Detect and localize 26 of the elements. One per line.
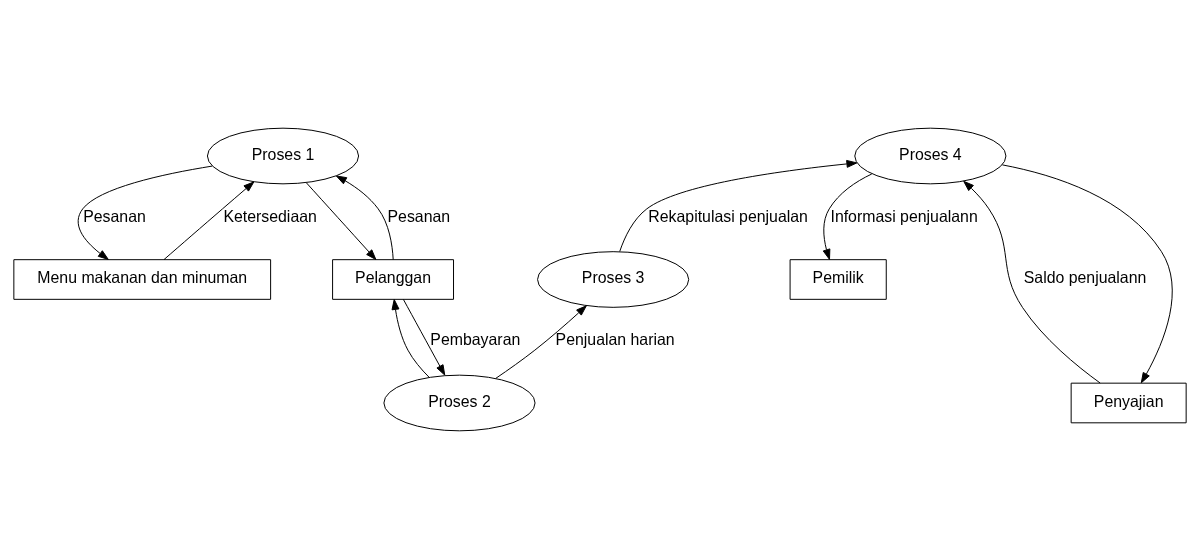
arrow: [77, 165, 213, 260]
edge-label: Pembayaran: [430, 331, 521, 349]
node-box: Pemilik: [789, 259, 887, 300]
node-box: Menu makanan dan minuman: [13, 259, 272, 300]
node-box: Penyajian: [1070, 382, 1187, 424]
arrow: [402, 299, 446, 376]
edge-label: Pesanan: [387, 207, 451, 225]
arrow: [1001, 164, 1173, 384]
arrow: [335, 175, 394, 261]
edge-label: Saldo penjualann: [1023, 269, 1147, 287]
edge-label: Rekapitulasi penjualan: [648, 207, 808, 225]
arrow: [495, 305, 587, 379]
arrow: [619, 159, 858, 252]
edge-label: Ketersediaan: [223, 207, 317, 225]
arrow: [391, 299, 430, 378]
arrow: [963, 180, 1101, 384]
edge-label: Penjualan harian: [555, 331, 675, 349]
node-ellipse: Proses 4: [854, 127, 1007, 185]
node-box: Pelanggan: [332, 259, 455, 300]
arrow: [305, 182, 377, 261]
arrow: [822, 173, 873, 260]
arrow: [163, 181, 255, 261]
node-ellipse: Proses 3: [537, 251, 690, 308]
edge-label: Informasi penjualann: [830, 207, 978, 225]
node-ellipse: Proses 2: [383, 374, 536, 432]
edge-label: Pesanan: [83, 207, 146, 225]
